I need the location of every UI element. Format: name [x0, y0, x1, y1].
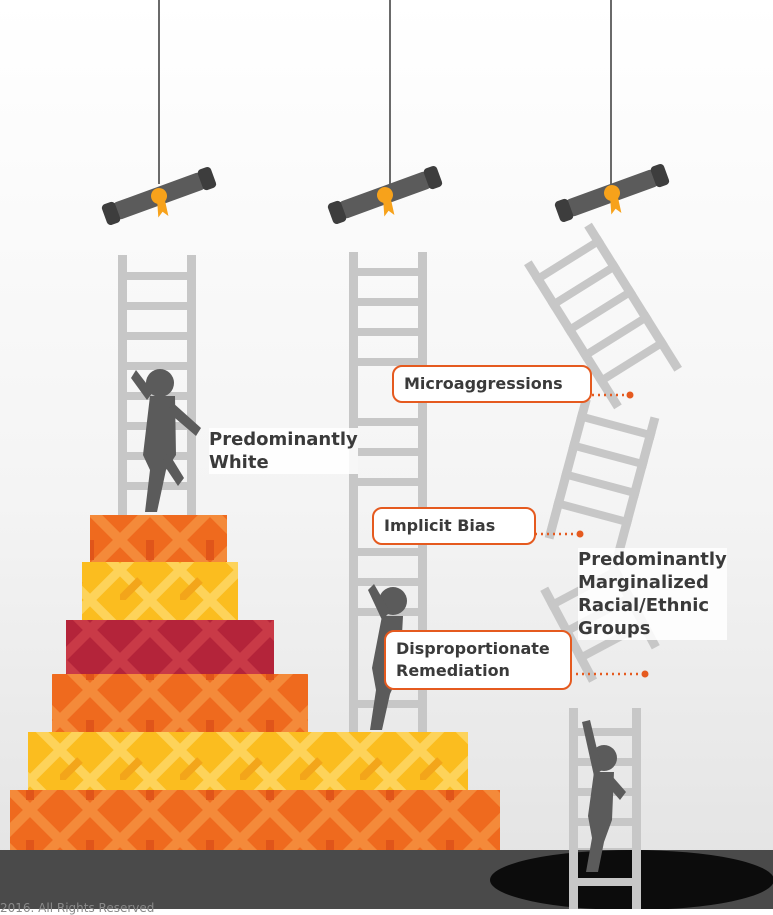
copyright-footer: 2016. All Rights Reserved — [0, 901, 155, 915]
string-lines — [158, 0, 612, 186]
diploma-scroll-icon — [100, 165, 222, 237]
microaggressions-tag: Microaggressions — [392, 365, 592, 403]
ladder-icon — [569, 850, 641, 909]
ladder-icon — [524, 222, 682, 410]
implicit-bias-tag: Implicit Bias — [372, 507, 536, 545]
diploma-scroll-icon — [326, 164, 448, 236]
marginalized-group-label: Predominantly Marginalized Racial/Ethnic… — [578, 548, 727, 640]
remediation-tag: Disproportionate Remediation — [384, 630, 572, 690]
person-climbing-icon — [582, 720, 626, 872]
white-group-label: Predominantly White — [209, 428, 358, 474]
person-climbing-icon — [131, 369, 201, 512]
ladder-icon — [544, 398, 660, 558]
connector-dots — [535, 393, 645, 676]
privilege-pyramid — [10, 515, 500, 850]
connector-endpoints — [576, 391, 649, 678]
diploma-scroll-icon — [553, 162, 675, 234]
